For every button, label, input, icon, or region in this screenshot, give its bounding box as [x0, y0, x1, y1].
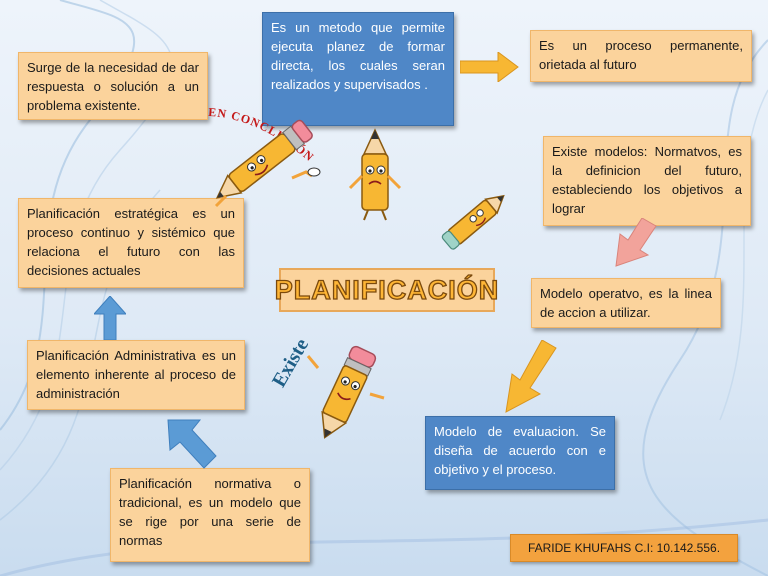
box-metodo-text: Es un metodo que permite ejecuta planez …: [271, 20, 445, 92]
arrow-down-yellow-icon: [505, 340, 557, 413]
box-modelo-evaluacion: Modelo de evaluacion. Se diseña de acuer…: [425, 416, 615, 490]
box-evaluacion-text: Modelo de evaluacion. Se diseña de acuer…: [434, 424, 606, 477]
box-surge-text: Surge de la necesidad de dar respuesta o…: [27, 60, 199, 113]
box-metodo: Es un metodo que permite ejecuta planez …: [262, 12, 454, 126]
arrow-up-left-blue-icon: [167, 419, 217, 469]
box-modelos-normativos: Existe modelos: Normatvos, es la definic…: [543, 136, 751, 226]
box-proceso-permanente: Es un proceso permanente, orietada al fu…: [530, 30, 752, 82]
box-planificacion-normativa: Planificación normativa o tradicional, e…: [110, 468, 310, 562]
box-operativo-text: Modelo operatvo, es la linea de accion a…: [540, 286, 712, 320]
arrow-down-pink-icon: [615, 218, 657, 267]
box-normativa-text: Planificación normativa o tradicional, e…: [119, 476, 301, 548]
box-planificacion-estrategica: Planificación estratégica es un proceso …: [18, 198, 244, 288]
box-proceso-text: Es un proceso permanente, orietada al fu…: [539, 38, 743, 72]
box-surge-necesidad: Surge de la necesidad de dar respuesta o…: [18, 52, 208, 120]
box-planificacion-administrativa: Planificación Administrativa es un eleme…: [27, 340, 245, 410]
author-text: FARIDE KHUFAHS C.I: 10.142.556.: [527, 541, 721, 555]
box-modelos-text: Existe modelos: Normatvos, es la definic…: [552, 144, 742, 216]
box-administrativa-text: Planificación Administrativa es un eleme…: [36, 348, 236, 401]
arrow-up-blue-icon: [94, 296, 126, 340]
box-modelo-operativo: Modelo operatvo, es la linea de accion a…: [531, 278, 721, 328]
pencil-character-dancing-icon: [214, 119, 321, 208]
pencil-character-leaning-icon: [441, 194, 505, 250]
pencil-character-pointing-icon: [306, 345, 385, 439]
arrow-right-icon: [460, 52, 519, 82]
page-title: PLANIFICACIÓN: [274, 274, 500, 305]
box-estrategica-text: Planificación estratégica es un proceso …: [27, 206, 235, 278]
pencil-character-standing-icon: [348, 128, 402, 221]
central-title-box: PLANIFICACIÓN: [274, 268, 499, 312]
author-label: FARIDE KHUFAHS C.I: 10.142.556.: [510, 534, 738, 562]
